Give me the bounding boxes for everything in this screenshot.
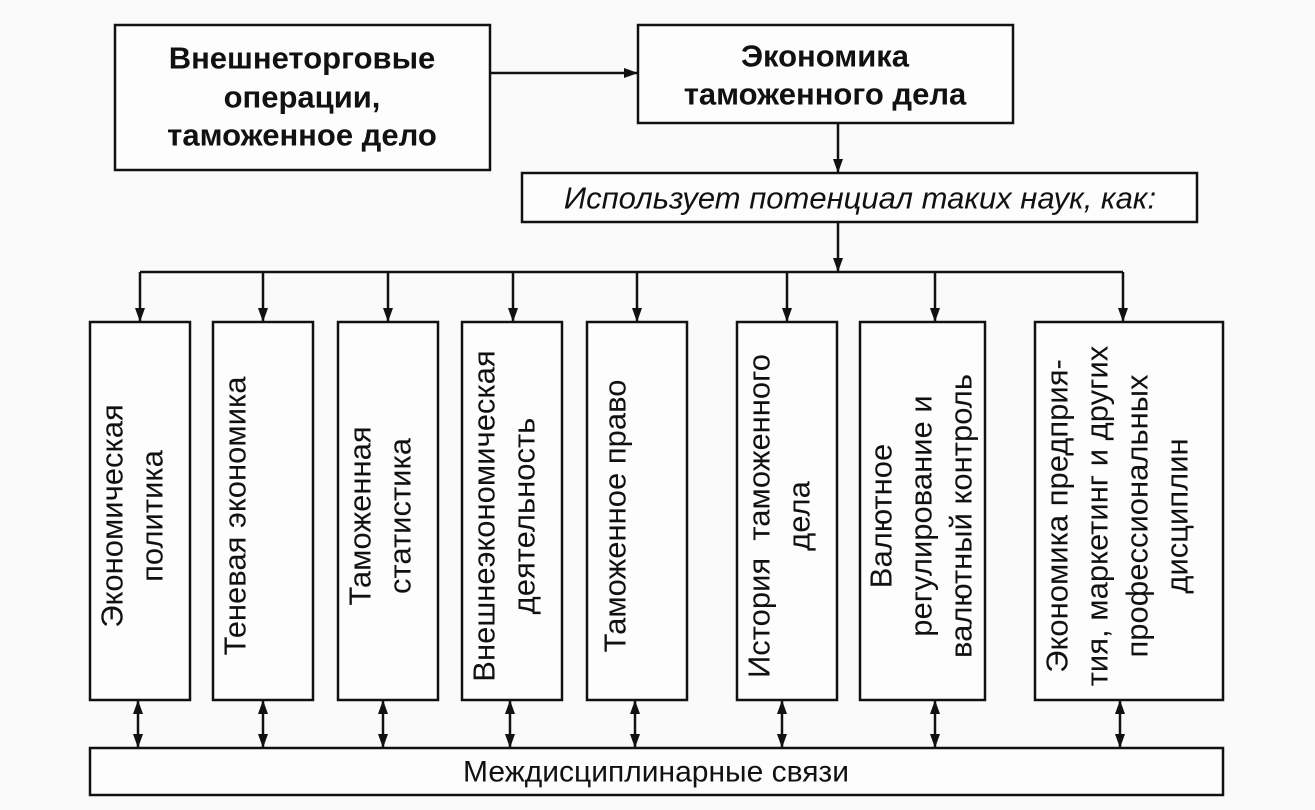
science-box-shadow-economy: Теневая экономика <box>211 320 315 702</box>
science-box-frame <box>735 320 839 702</box>
science-box-line: деятельность <box>507 418 542 615</box>
links-box-label: Междисциплинарные связи <box>463 756 849 789</box>
source-box-line: операции, <box>224 80 381 115</box>
science-box-line: политика <box>135 449 170 582</box>
science-box-enterprise-economics: Экономика предприя- тия, маркетинг и дру… <box>1033 320 1225 702</box>
science-box-line: дисциплин <box>1160 438 1195 593</box>
science-box-customs-law: Таможенное право <box>585 320 689 702</box>
target-box: Экономика таможенного дела <box>636 23 1015 125</box>
science-box-frame <box>858 320 987 702</box>
science-box-line: Теневая экономика <box>218 376 253 656</box>
source-box-line: таможенное дело <box>167 118 437 153</box>
uses-box-label: Использует потенциал таких наук, как: <box>564 181 1156 216</box>
science-box-line: Валютное <box>864 444 899 588</box>
science-box-line: Экономическая <box>95 404 130 628</box>
science-box-line: валютный контроль <box>944 374 979 658</box>
science-box-line: профессиональных <box>1120 374 1155 658</box>
science-box-line: Экономика предприя- <box>1040 359 1075 673</box>
science-box-currency-regulation: Валютное регулирование и валютный контро… <box>858 320 987 702</box>
science-box-frame <box>336 320 440 702</box>
science-box-frame <box>88 320 192 702</box>
links-box-frame <box>88 746 1225 797</box>
uses-box: Использует потенциал таких наук, как: <box>520 171 1199 224</box>
science-box-frame <box>460 320 564 702</box>
target-box-line: таможенного дела <box>684 77 967 112</box>
science-box-line: История таможенного <box>742 354 777 678</box>
target-box-line: Экономика <box>741 39 910 74</box>
science-box-line: Таможенная <box>343 426 378 605</box>
science-box-foreign-economic-activity: Внешнеэкономическая деятельность <box>460 320 564 702</box>
science-box-line: Внешнеэкономическая <box>467 350 502 681</box>
uses-box-frame <box>520 171 1199 224</box>
science-box-frame <box>1033 320 1225 702</box>
science-box-line: тия, маркетинг и других <box>1080 345 1115 686</box>
science-box-line: регулирование и <box>904 395 939 636</box>
science-box-frame <box>585 320 689 702</box>
science-box-line: дела <box>782 480 817 550</box>
science-box-economic-policy: Экономическая политика <box>88 320 192 702</box>
links-box: Междисциплинарные связи <box>88 746 1225 797</box>
target-box-frame <box>636 23 1015 125</box>
science-box-line: Таможенное право <box>598 380 633 653</box>
science-box-customs-history: История таможенного дела <box>735 320 839 702</box>
science-box-customs-statistics: Таможенная статистика <box>336 320 440 702</box>
science-box-line: статистика <box>383 437 418 594</box>
source-box-line: Внешнеторговые <box>169 41 436 76</box>
source-box-frame <box>113 23 492 172</box>
source-box: Внешнеторговые операции, таможенное дело <box>113 23 492 172</box>
